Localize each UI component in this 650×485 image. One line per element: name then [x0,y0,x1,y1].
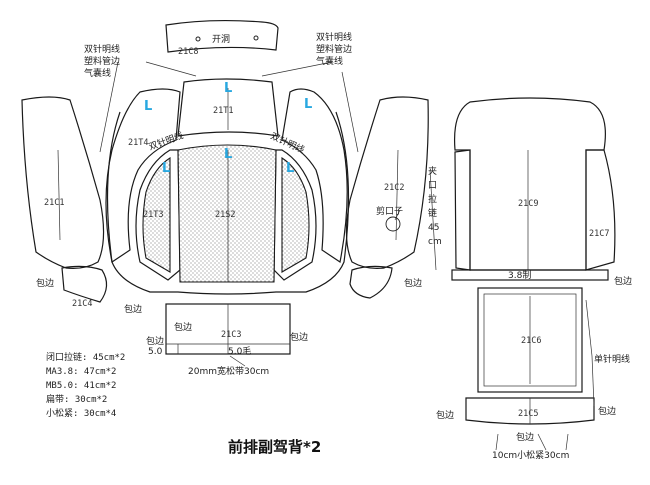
piece-21c2: 21C2 [345,96,429,269]
marker-l-4: L [224,147,232,162]
marker-l-2: L [144,99,152,114]
edge-label-6: 包边 [404,277,422,289]
piece-right-strip [281,88,348,263]
right-seam-line2: 塑料管边 [316,43,352,55]
cut-opening-label: 剪口子 [376,205,403,217]
piece-21t1: 21T1 [177,78,279,137]
elastic-note: 10cm小松紧30cm [492,449,569,461]
diagram-title: 前排副驾背*2 [228,438,321,456]
label-21t4: 21T4 [128,138,148,148]
label-21t3: 21T3 [143,210,163,220]
piece-21c3: 21C3 [165,303,291,355]
marker-l-5: L [162,161,170,176]
edge-label-10: 包边 [516,431,534,443]
zipper-length: 45 [428,223,439,233]
leader-lines [99,61,595,451]
material-line-2: MA3.8: 47cm*2 [46,367,116,377]
material-line-1: 闭口拉链: 45cm*2 [46,351,125,363]
material-line-5: 小松紧: 30cm*4 [46,407,116,419]
material-line-4: 扁带: 30cm*2 [46,393,107,405]
material-line-3: MB5.0: 41cm*2 [46,381,116,391]
piece-21c5: 21C5 [465,397,595,425]
c3-left-value: 5.0 [148,347,163,357]
marker-l-3: L [304,97,312,112]
edge-label-5: 包边 [290,331,308,343]
piece-21c8: 21C8 开洞 [165,19,279,57]
piece-21s2: 21S2 [177,144,277,283]
right-seam-line3: 气囊线 [316,55,343,67]
marker-l-1: L [224,81,232,96]
edge-label-7: 包边 [614,275,632,287]
label-21c9: 21C9 [518,199,538,209]
left-seam-line1: 双针明线 [84,43,120,55]
c3-mid-value: 5.0毛 [228,345,251,357]
piece-21t3: 21T3 [135,149,181,281]
label-21c4: 21C4 [72,299,92,309]
piece-21c6: 21C6 [477,287,583,393]
label-21c6: 21C6 [521,336,541,346]
edge-label-4: 包边 [146,335,164,347]
piece-21c7: 21C7 [585,149,616,271]
label-21c1: 21C1 [44,198,64,208]
edge-label-1: 包边 [36,277,54,289]
marker-l-6: L [286,161,294,176]
single-needle-label: 单针明线 [594,353,630,365]
piece-right-small [349,265,393,299]
left-seam-line3: 气囊线 [84,67,111,79]
zipper-char-1: 夹 [428,165,437,177]
edge-label-3: 包边 [174,321,192,333]
label-open-hole: 开洞 [212,34,230,45]
label-21c2: 21C2 [384,183,404,193]
piping-38-label: 3.8制 [508,269,531,281]
strap-note: 20mm宽松带30cm [188,365,269,377]
piece-21c4: 21C4 [61,265,108,309]
zipper-char-2: 口 [428,181,437,191]
edge-label-8: 包边 [436,409,454,421]
piece-21c9: 21C9 [453,97,606,271]
label-21c7: 21C7 [589,229,609,239]
label-21c3: 21C3 [221,330,241,340]
label-21s2: 21S2 [215,210,235,220]
label-21c5: 21C5 [518,409,538,419]
zipper-char-4: 链 [428,207,437,219]
zipper-char-3: 拉 [428,193,437,205]
edge-label-9: 包边 [598,405,616,417]
piece-21t4: 21T4 [105,88,181,263]
label-21t1: 21T1 [213,106,233,116]
left-seam-line2: 塑料管边 [84,55,120,67]
piece-right-inner [273,149,317,281]
label-21c8: 21C8 [178,47,198,57]
piece-21c1: 21C1 [21,96,105,269]
right-seam-line1: 双针明线 [316,31,352,43]
zipper-unit: cm [428,237,442,247]
edge-label-2: 包边 [124,303,142,315]
